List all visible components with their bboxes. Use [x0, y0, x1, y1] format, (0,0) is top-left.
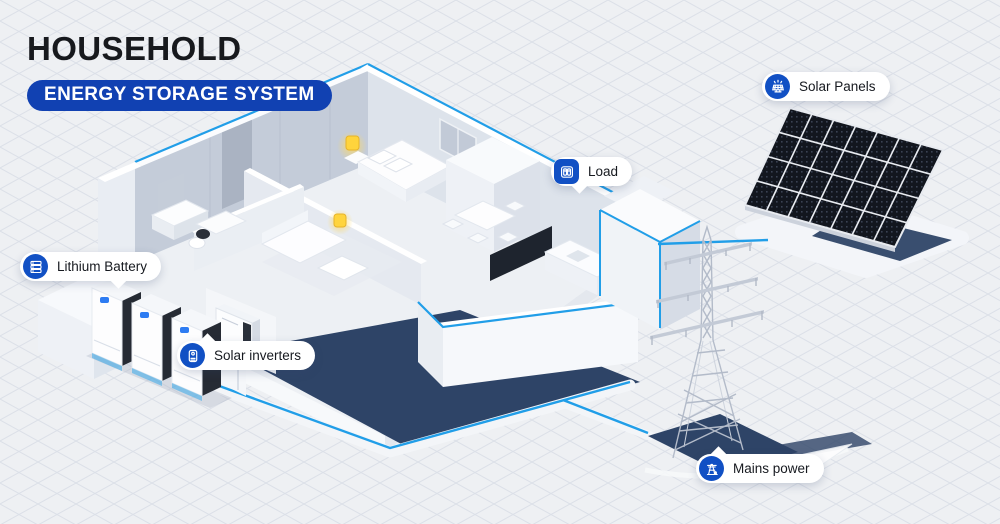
label-text: Solar Panels [799, 79, 876, 94]
left-wall [98, 162, 135, 274]
pillow [382, 157, 414, 173]
office-desk [194, 210, 248, 239]
dining-set [441, 200, 527, 244]
lamp [345, 135, 360, 151]
mirror [158, 173, 184, 212]
label-text: Load [588, 164, 619, 179]
chair [496, 231, 520, 243]
page-title: HOUSEHOLD [27, 30, 242, 67]
label-load: Load [551, 157, 633, 194]
pillow [366, 149, 398, 165]
front-right-wall [417, 298, 639, 387]
bedroom [337, 131, 452, 202]
inverter-icon [180, 343, 205, 368]
label-text: Mains power [733, 461, 810, 476]
right-wing [599, 176, 701, 330]
solar-panel-icon [765, 74, 790, 99]
battery-stack-icon [23, 254, 48, 279]
sink [566, 250, 590, 262]
label-mains-power: Mains power [696, 446, 824, 483]
nightstand [344, 151, 370, 164]
title-block: HOUSEHOLD ENERGY STORAGE SYSTEM [27, 30, 332, 111]
label-solar-inverters: Solar inverters [177, 333, 316, 370]
office-chair [196, 229, 210, 239]
bathroom [150, 173, 210, 249]
solar-wire [657, 238, 769, 246]
label-lithium-battery: Lithium Battery [20, 252, 162, 289]
wires [155, 361, 649, 450]
battery-cabinet [91, 279, 141, 371]
tv-screen [490, 226, 552, 281]
chair [503, 200, 527, 212]
dining-table [453, 200, 517, 231]
label-text: Solar inverters [214, 348, 302, 363]
solar-panel-array [657, 106, 969, 278]
label-text: Lithium Battery [57, 259, 148, 274]
tower-crossarms [650, 242, 764, 345]
battery-cabinet [131, 294, 181, 386]
appliance-icon [554, 159, 579, 184]
chair [441, 218, 465, 230]
coffee-table [316, 255, 370, 281]
toilet [188, 237, 206, 249]
wardrobe [446, 137, 540, 252]
lamp [333, 213, 347, 228]
chair [466, 232, 490, 244]
label-solar-panels: Solar Panels [762, 72, 890, 101]
living-room [260, 209, 552, 296]
pylon-icon [699, 456, 724, 481]
sofa [260, 220, 348, 264]
subtitle-badge: ENERGY STORAGE SYSTEM [27, 80, 332, 111]
